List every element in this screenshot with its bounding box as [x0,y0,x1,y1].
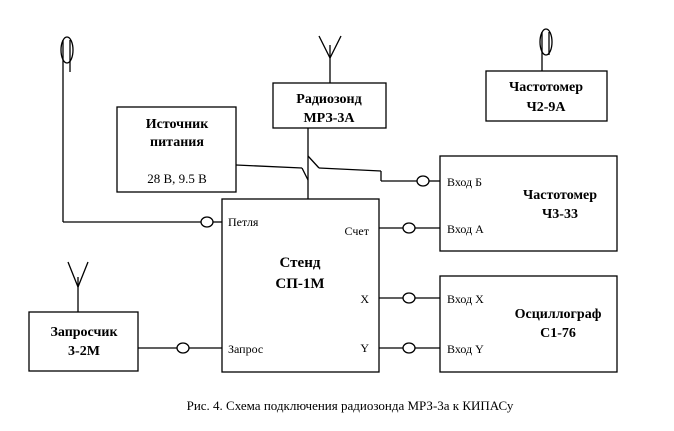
freq-meter-ch2-block [485,70,608,122]
signal-wires [235,128,440,199]
freq-meter-ch3-block [439,155,618,252]
interrogator-block [28,311,139,372]
figure-caption: Рис. 4. Схема подключения радиозонда МРЗ… [187,398,514,413]
radiosonde-title: Радиозонд [296,92,361,107]
stand-port-y: Y [360,341,369,355]
stand-port-request: Запрос [228,342,263,356]
oscilloscope-title: Осциллограф [515,307,602,322]
interrogator-model: 3-2М [68,344,100,359]
loop-wire [63,216,222,228]
oscilloscope-input-y: Вход Y [447,342,484,356]
y-wire [379,342,440,354]
radiosonde-antenna-icon [318,35,342,83]
count-wire [379,222,440,234]
oscilloscope-model: С1-76 [540,326,576,341]
interrogator-antenna-icon [67,261,89,312]
stand-block [221,198,380,373]
freq-meter-ch3-title: Частотомер [523,188,597,203]
freq-meter-input-a: Вход А [447,222,484,236]
radiosonde-block [272,82,387,129]
stand-port-count: Счет [345,224,370,238]
power-supply-voltage: 28 В, 9.5 В [147,171,207,186]
stand-model: СП-1М [275,276,324,292]
power-supply-block [116,106,237,193]
stand-title: Стенд [280,255,321,271]
freq-meter-ch2-title: Частотомер [509,80,583,95]
request-wire [138,342,222,354]
stand-port-x: X [360,292,369,306]
oscilloscope-block [439,275,618,373]
freq-meter-ch3-model: Ч3-33 [542,207,578,222]
interrogator-title: Запросчик [50,325,118,340]
stand-port-loop: Петля [228,215,259,229]
freq-meter-input-b: Вход Б [447,175,482,189]
freq-meter-ch2-model: Ч2-9А [526,100,566,115]
x-wire [379,292,440,304]
oscilloscope-input-x: Вход X [447,292,484,306]
power-supply-title: Источник [146,117,209,132]
radiosonde-model: МРЗ-3А [303,111,355,126]
loop-antenna-icon [60,36,74,222]
freq-meter-loop-antenna-icon [539,28,553,71]
power-supply-title-2: питания [150,135,204,150]
